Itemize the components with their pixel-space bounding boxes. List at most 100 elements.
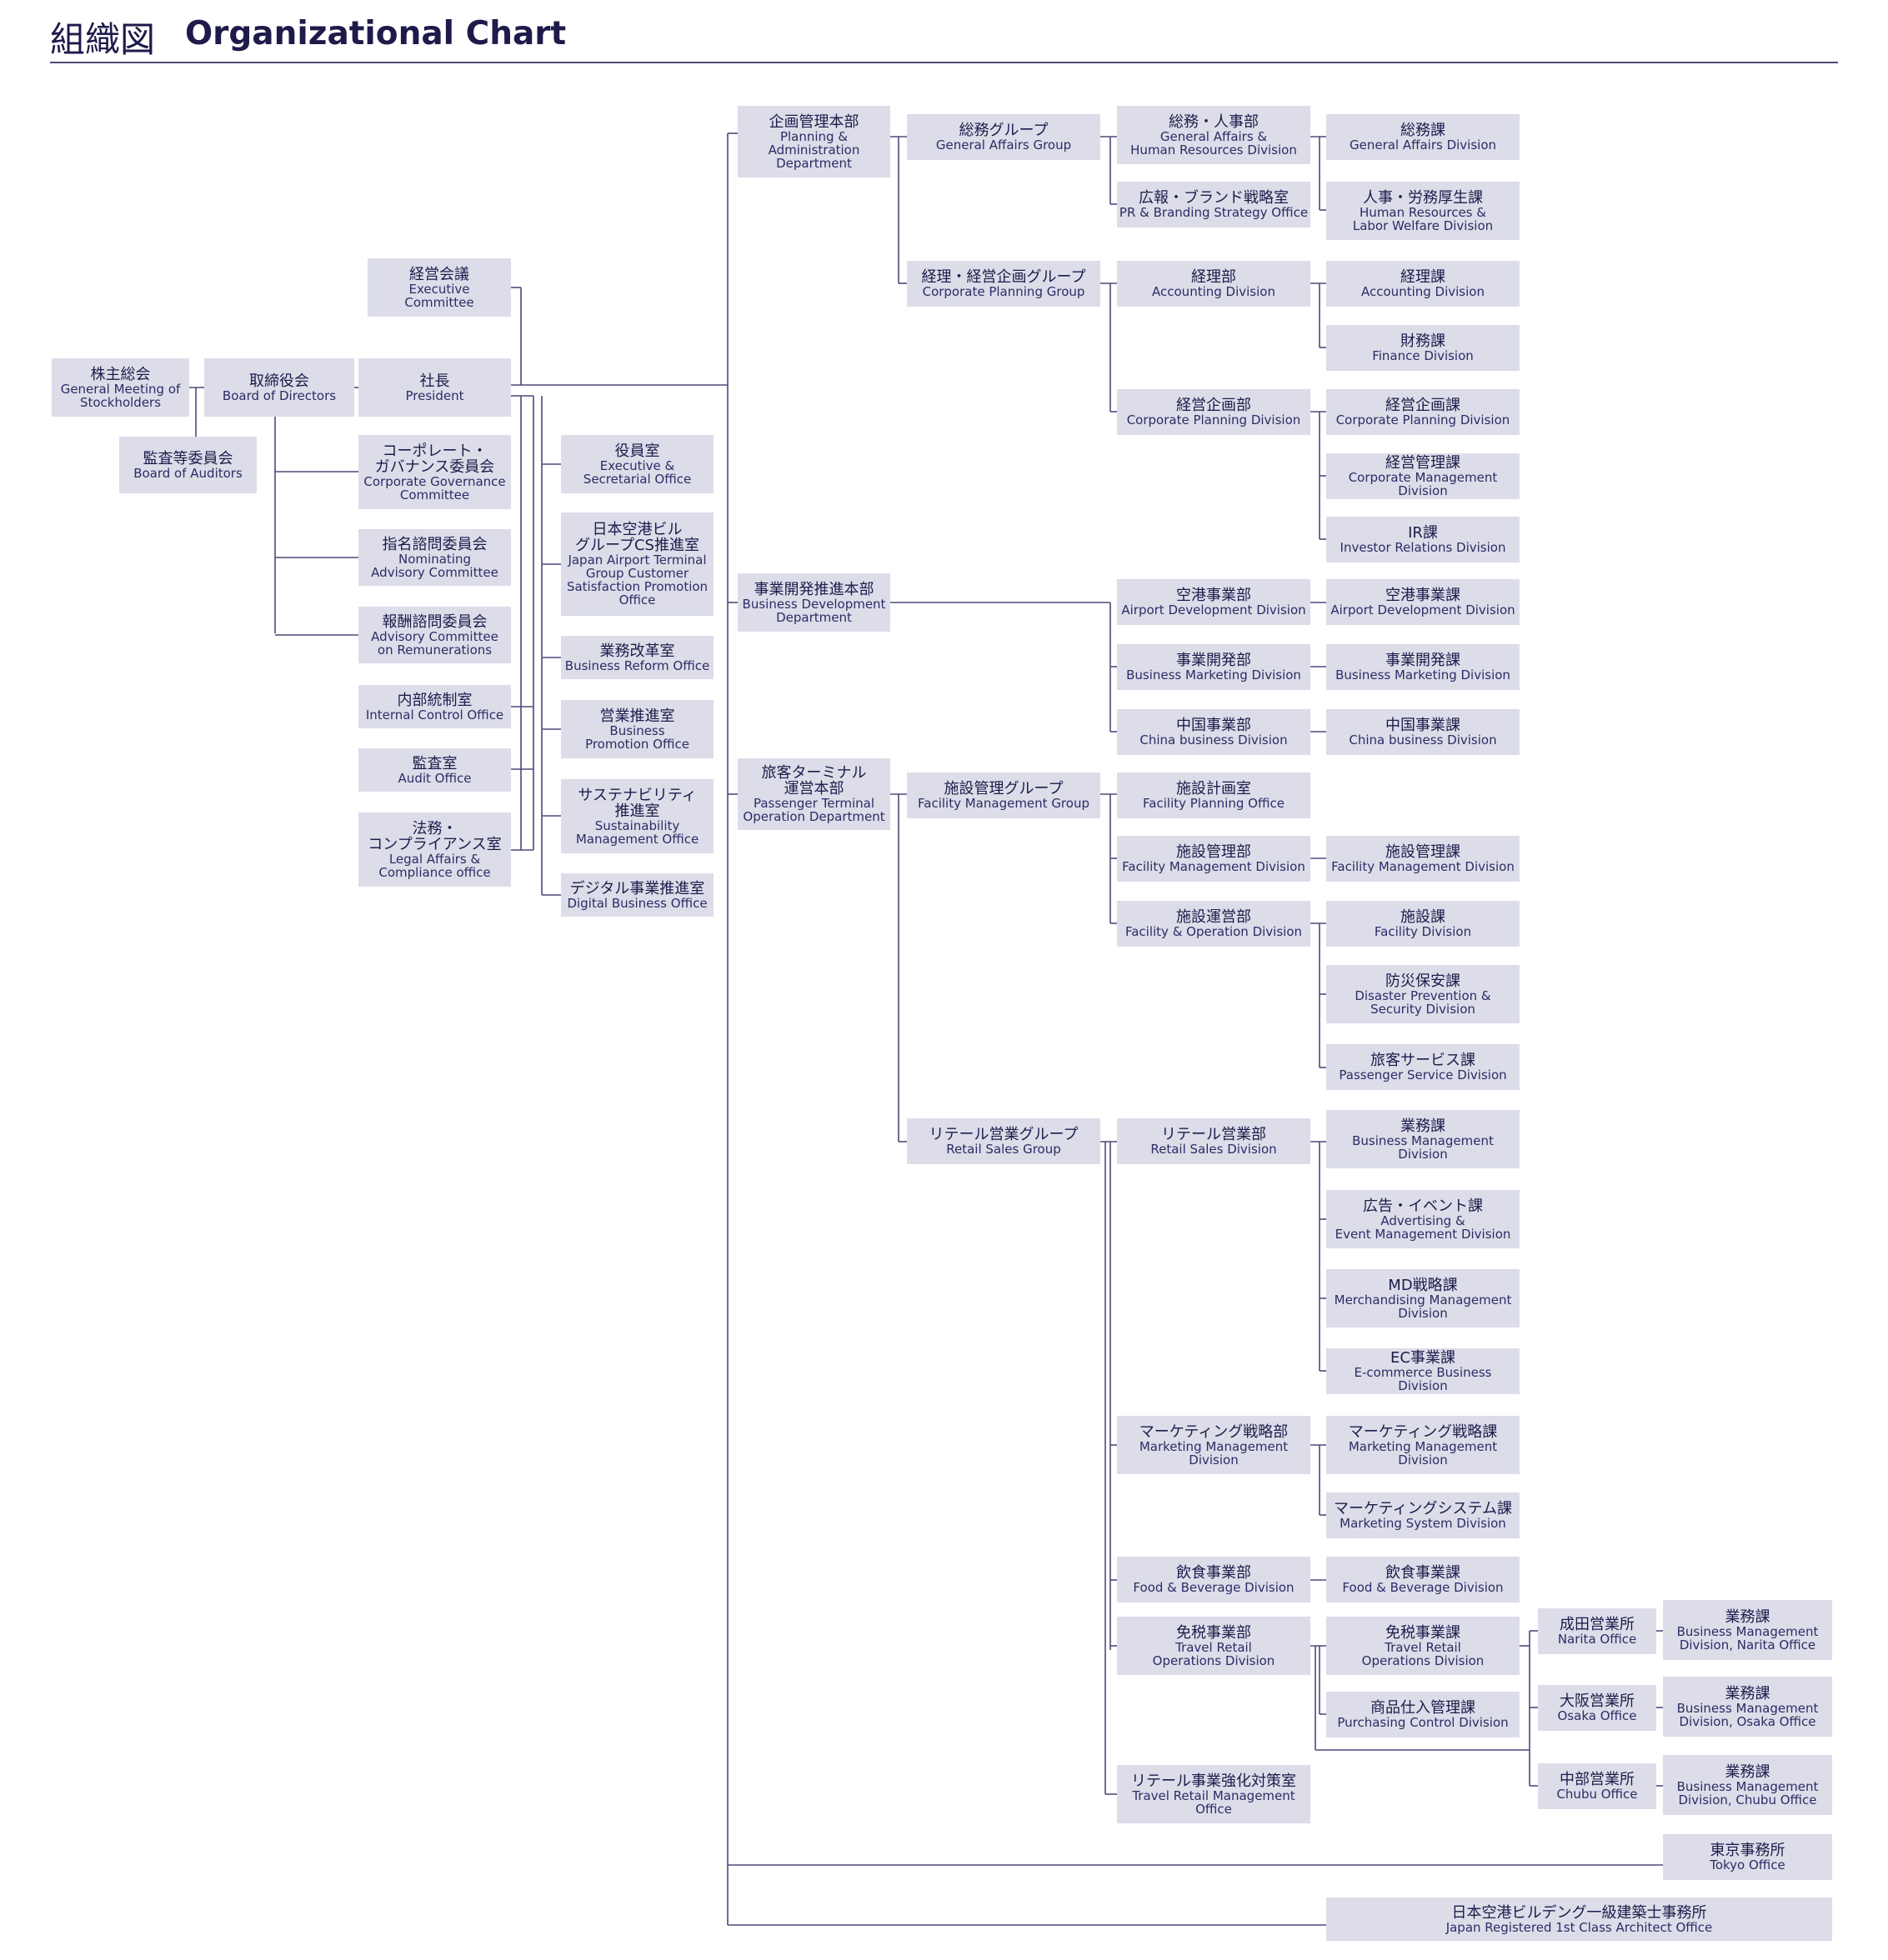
org-label-en: China business Division xyxy=(1139,732,1288,748)
org-label-jp: 経理・経営企画グループ xyxy=(921,268,1086,286)
org-label-jp: コーポレート・ ガバナンス委員会 xyxy=(374,442,495,476)
org-label-jp: 総務課 xyxy=(1400,122,1445,139)
org-label-en: Marketing System Division xyxy=(1340,1516,1506,1531)
org-label-jp: 防災保安課 xyxy=(1385,972,1460,990)
org-label-en: Digital Business Office xyxy=(567,895,708,911)
org-label-en: Accounting Division xyxy=(1361,284,1485,299)
org-label-jp: 社長 xyxy=(419,372,450,390)
org-label-jp: 経営企画部 xyxy=(1176,397,1251,414)
org-label-en: Narita Office xyxy=(1557,1632,1637,1647)
org-label-jp: マーケティング戦略部 xyxy=(1139,1422,1289,1441)
org-label-en: Sustainability Management Office xyxy=(575,818,699,847)
org-label-en: Passenger Service Division xyxy=(1339,1068,1507,1082)
org-label-en: General Meeting of Stockholders xyxy=(60,381,181,410)
org-label-en: Passenger Terminal Operation Department xyxy=(743,796,885,824)
org-label-jp: 旅客ターミナル 運営本部 xyxy=(761,764,867,798)
org-label-jp: 大阪営業所 xyxy=(1560,1692,1635,1710)
org-label-en: Corporate Governance Committee xyxy=(363,473,506,502)
org-label-jp: 日本空港ビル グループCS推進室 xyxy=(575,521,699,554)
org-label-en: President xyxy=(405,388,464,403)
org-label-en: General Affairs Division xyxy=(1349,138,1496,152)
page-title-en: Organizational Chart xyxy=(185,15,567,52)
org-label-jp: マーケティングシステム課 xyxy=(1333,1500,1513,1518)
org-label-en: Food & Beverage Division xyxy=(1133,1580,1295,1595)
org-label-en: Executive & Secretarial Office xyxy=(583,458,692,487)
org-label-en: Facility Planning Office xyxy=(1143,796,1285,811)
org-label-jp: 役員室 xyxy=(614,442,660,460)
org-label-jp: 飲食事業部 xyxy=(1176,1564,1251,1582)
org-label-jp: 株主総会 xyxy=(90,365,151,383)
org-label-jp: 空港事業課 xyxy=(1385,587,1460,604)
org-label-jp: 経営会議 xyxy=(409,265,469,283)
org-label-en: Disaster Prevention & Security Division xyxy=(1355,988,1491,1017)
org-label-en: Corporate Planning Group xyxy=(922,284,1085,299)
org-label-en: Executive Committee xyxy=(404,281,474,310)
org-label-en: Business Management Division, Narita Off… xyxy=(1676,1623,1819,1652)
org-label-en: Human Resources & Labor Welfare Division xyxy=(1352,204,1494,233)
org-label-en: Facility Management Group xyxy=(918,796,1089,811)
org-label-en: Board of Directors xyxy=(222,388,337,403)
org-label-jp: 内部統制室 xyxy=(397,691,473,709)
org-label-jp: 経営企画課 xyxy=(1385,397,1460,414)
org-label-jp: 業務改革室 xyxy=(599,642,675,660)
org-label-jp: 営業推進室 xyxy=(599,707,675,725)
org-label-en: Japan Registered 1st Class Architect Off… xyxy=(1445,1919,1713,1935)
org-label-jp: 経理部 xyxy=(1191,268,1236,286)
org-label-en: Planning & Administration Department xyxy=(768,128,860,171)
org-label-en: Nominating Advisory Committee xyxy=(371,551,498,580)
org-label-en: Business Development Department xyxy=(742,596,886,625)
org-label-en: Business Management Division, Chubu Offi… xyxy=(1676,1778,1819,1808)
org-label-jp: マーケティング戦略課 xyxy=(1348,1422,1498,1441)
org-label-en: Marketing Management Division xyxy=(1139,1438,1289,1468)
org-label-en: Corporate Planning Division xyxy=(1126,412,1301,428)
org-label-jp: 業務課 xyxy=(1725,1608,1770,1626)
org-label-en: Accounting Division xyxy=(1152,284,1275,299)
org-label-en: Business Marketing Division xyxy=(1126,668,1301,682)
org-label-en: Board of Auditors xyxy=(133,465,243,481)
org-label-jp: 報酬諮問委員会 xyxy=(382,612,488,631)
org-label-en: Purchasing Control Division xyxy=(1337,1715,1509,1730)
org-label-en: Audit Office xyxy=(398,770,472,786)
org-label-en: Advertising & Event Management Division xyxy=(1335,1212,1511,1242)
org-label-en: China business Division xyxy=(1349,732,1497,748)
org-label-jp: 施設管理課 xyxy=(1385,843,1460,861)
org-label-jp: リテール営業部 xyxy=(1161,1126,1266,1143)
org-label-en: Corporate Planning Division xyxy=(1335,412,1510,428)
org-label-jp: リテール営業グループ xyxy=(929,1126,1079,1143)
page-title-jp: 組織図 xyxy=(50,19,156,60)
org-label-en: Facility Management Division xyxy=(1331,859,1515,874)
